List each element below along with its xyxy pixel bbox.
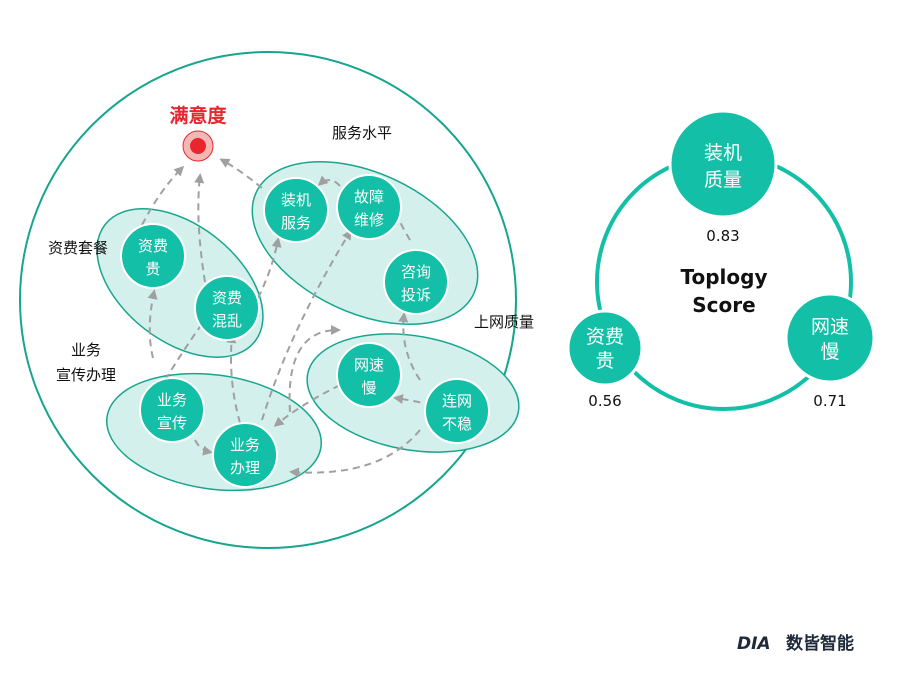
topology-title-line1: Toplogy <box>681 265 768 289</box>
node-tariff-expensive: 资费 贵 <box>120 223 186 289</box>
node-install-service: 装机 服务 <box>263 177 329 243</box>
svg-text:资费: 资费 <box>138 237 168 255</box>
svg-text:质量: 质量 <box>704 169 742 191</box>
brand-logo: DIA 数皆智能 <box>737 633 854 654</box>
arrow <box>257 237 282 299</box>
cluster-label-business-line2: 宣传办理 <box>56 366 116 384</box>
arrow <box>289 429 421 478</box>
svg-text:贵: 贵 <box>145 260 160 278</box>
svg-text:投诉: 投诉 <box>401 286 431 304</box>
topology-score-net-slow: 0.71 <box>813 392 846 410</box>
svg-text:网速: 网速 <box>354 356 384 374</box>
arrow <box>141 165 185 226</box>
topology-score-install-quality: 0.83 <box>706 227 739 245</box>
arrow <box>194 439 213 456</box>
svg-text:慢: 慢 <box>820 341 839 363</box>
svg-text:装机: 装机 <box>281 191 311 209</box>
node-business-handling: 业务 办理 <box>212 422 278 488</box>
target-label: 满意度 <box>169 104 227 127</box>
cluster-label-tariff-package: 资费套餐 <box>48 239 108 257</box>
arrow <box>219 158 263 189</box>
node-net-unstable: 连网 不稳 <box>424 378 490 444</box>
arrow <box>288 325 341 413</box>
svg-text:故障: 故障 <box>354 188 384 206</box>
topology-node-net-slow: 网速 慢 <box>784 292 876 384</box>
svg-text:资费: 资费 <box>586 326 624 348</box>
target-satisfaction: 满意度 <box>169 104 227 162</box>
node-tariff-confusing: 资费 混乱 <box>194 275 260 341</box>
arrow <box>398 312 421 381</box>
cluster-label-business-line1: 业务 <box>71 341 101 359</box>
arrow <box>317 175 341 187</box>
svg-text:资费: 资费 <box>212 289 242 307</box>
node-net-slow: 网速 慢 <box>336 342 402 408</box>
node-fault-repair: 故障 维修 <box>336 174 402 240</box>
svg-text:慢: 慢 <box>361 379 376 397</box>
svg-text:网速: 网速 <box>811 316 849 338</box>
topology-title-line2: Score <box>692 293 755 317</box>
topology-node-tariff-expensive: 资费 贵 <box>566 309 644 387</box>
svg-text:咨询: 咨询 <box>401 263 431 281</box>
svg-text:不稳: 不稳 <box>442 415 472 433</box>
arrow <box>261 229 352 421</box>
svg-text:业务: 业务 <box>230 436 260 454</box>
topology-node-install-quality: 装机 质量 <box>668 109 778 219</box>
svg-text:宣传: 宣传 <box>157 414 187 432</box>
svg-text:装机: 装机 <box>704 142 742 164</box>
topology-score-tariff-expensive: 0.56 <box>588 392 621 410</box>
arrow <box>147 289 158 359</box>
svg-text:连网: 连网 <box>442 392 472 410</box>
svg-text:服务: 服务 <box>281 214 311 232</box>
node-business-promo: 业务 宣传 <box>139 377 205 443</box>
cluster-label-network-quality: 上网质量 <box>474 313 534 331</box>
svg-text:贵: 贵 <box>595 350 614 372</box>
cluster-label-service-level: 服务水平 <box>332 124 392 142</box>
brand-name: 数皆智能 <box>786 633 854 654</box>
svg-text:维修: 维修 <box>354 211 384 229</box>
svg-text:混乱: 混乱 <box>212 312 242 330</box>
node-consult-complaint: 咨询 投诉 <box>383 249 449 315</box>
svg-text:办理: 办理 <box>230 459 260 477</box>
brand-logo-mark: DIA <box>737 634 771 654</box>
arrow <box>273 384 341 427</box>
svg-text:业务: 业务 <box>157 391 187 409</box>
arrow <box>194 173 206 283</box>
